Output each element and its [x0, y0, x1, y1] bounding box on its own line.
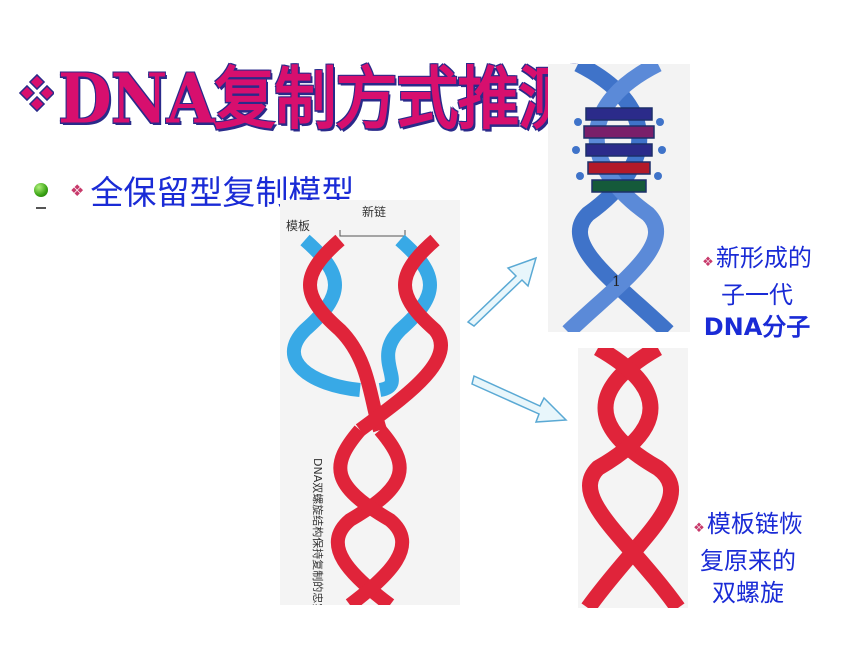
new-strand-label: 新链	[362, 204, 386, 219]
slide-title: DNA复制方式推测	[18, 48, 581, 139]
left-helix	[286, 234, 387, 433]
lower-helix	[330, 425, 410, 605]
vertical-caption: DNA双螺旋结构保持复制的忠实性	[311, 458, 325, 605]
photo-number-label: 1	[612, 274, 621, 290]
restored-helix-diagram	[578, 348, 688, 608]
diamond-bullet-icon: ❖	[70, 180, 85, 200]
dna-molecule-illustration: 1	[562, 56, 674, 338]
right-helix	[355, 234, 448, 436]
title-text: DNA复制方式推测	[58, 58, 581, 140]
green-sphere-bullet-icon	[34, 183, 48, 209]
restored-helix-label: ❖模板链恢 复原来的 双螺旋	[693, 510, 803, 607]
lower-arrow-icon	[471, 374, 568, 423]
dna-molecule-photo: 1	[548, 56, 690, 338]
new-molecule-label: ❖新形成的 子一代 DNA分子	[702, 244, 812, 341]
diamond-bullet-icon: ❖	[693, 521, 705, 536]
template-label: 模板	[286, 219, 310, 233]
pink-diamond-bullet-icon	[18, 73, 54, 113]
diamond-bullet-icon: ❖	[702, 255, 714, 270]
upper-arrow-icon	[466, 256, 538, 327]
replication-diagram: 模板 新链 DNA双螺旋结构保持复制的忠实性	[280, 200, 460, 605]
